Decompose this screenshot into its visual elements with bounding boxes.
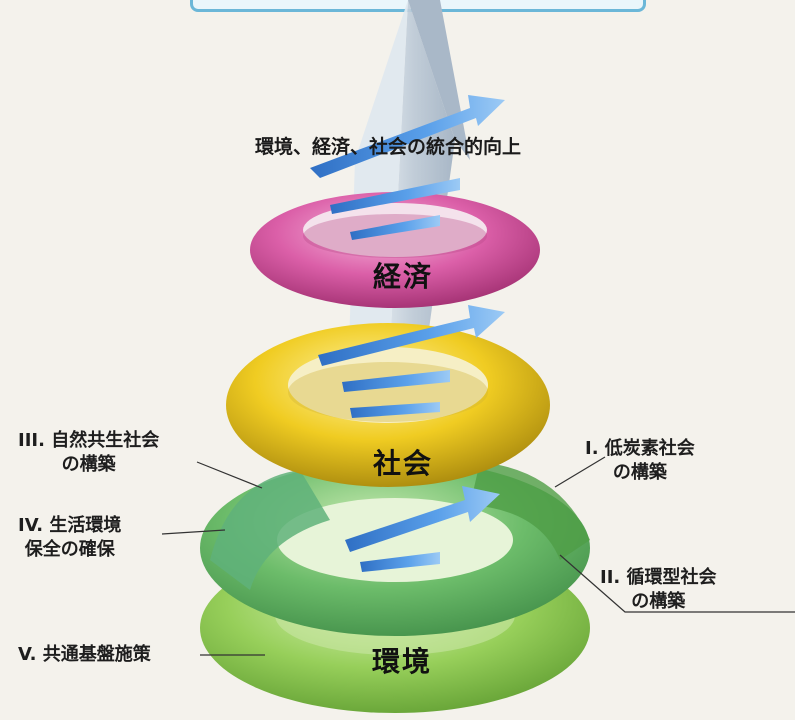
diagram-title: 環境、経済、社会の統合的向上 — [255, 136, 522, 158]
label-low-carbon: I. 低炭素社会 の構築 — [585, 437, 695, 485]
society-ring-label: 社会 — [373, 447, 434, 480]
label-common-line1: V. 共通基盤施策 — [18, 644, 151, 665]
label-nature-line1: III. 自然共生社会 — [18, 430, 160, 451]
leader-lines — [161, 456, 795, 656]
spiral-arrows — [310, 95, 505, 572]
label-recycling: II. 循環型社会 の構築 — [600, 566, 717, 614]
label-nature-line2: の構築 — [61, 454, 116, 475]
label-living-line1: IV. 生活環境 — [18, 515, 122, 536]
label-common-infrastructure: V. 共通基盤施策 — [18, 643, 151, 667]
environment-ring — [200, 460, 590, 713]
label-low-carbon-line1: I. 低炭素社会 — [585, 438, 695, 459]
label-recycling-line1: II. 循環型社会 — [600, 567, 717, 588]
economy-ring-label: 経済 — [373, 260, 434, 293]
environment-ring-label: 環境 — [372, 645, 433, 678]
label-living-environment: IV. 生活環境 保全の確保 — [18, 514, 121, 562]
label-nature-symbiosis: III. 自然共生社会 の構築 — [18, 429, 159, 477]
label-recycling-line2: の構築 — [631, 591, 686, 612]
label-living-line2: 保全の確保 — [24, 539, 115, 560]
label-low-carbon-line2: の構築 — [612, 462, 667, 483]
